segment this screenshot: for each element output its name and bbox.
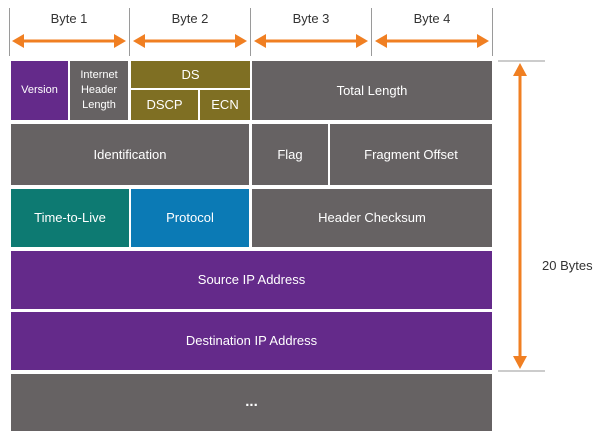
byte-3-label: Byte 3: [292, 11, 330, 26]
byte-divider: [371, 8, 372, 56]
dscp-label: DSCP: [146, 97, 183, 113]
ecn-field: ECN: [200, 90, 250, 120]
destination-ip-field: Destination IP Address: [11, 312, 492, 370]
fragment-offset-label: Fragment Offset: [364, 146, 458, 162]
source-ip-field: Source IP Address: [11, 251, 492, 309]
total-length-field: Total Length: [252, 61, 492, 120]
byte-4-arrow: [375, 34, 489, 48]
version-field: Version: [11, 61, 68, 120]
ecn-label: ECN: [211, 97, 239, 113]
options-field: ...: [11, 374, 492, 431]
ihl-label: Internet Header Length: [80, 69, 118, 111]
byte-divider: [9, 8, 10, 56]
ds-field: DS: [131, 61, 250, 88]
byte-2-label: Byte 2: [171, 11, 209, 26]
options-label: ...: [245, 393, 258, 411]
fragment-offset-field: Fragment Offset: [330, 124, 492, 185]
dscp-field: DSCP: [131, 90, 198, 120]
ds-label: DS: [181, 66, 200, 82]
byte-divider: [129, 8, 130, 56]
byte-1-label: Byte 1: [50, 11, 88, 26]
flag-label: Flag: [277, 146, 303, 162]
flag-field: Flag: [252, 124, 328, 185]
byte-divider: [250, 8, 251, 56]
protocol-field: Protocol: [131, 189, 249, 247]
header-checksum-label: Header Checksum: [318, 210, 426, 226]
byte-3-arrow: [254, 34, 368, 48]
byte-2-arrow: [133, 34, 247, 48]
byte-divider: [492, 8, 493, 56]
total-length-label: Total Length: [336, 82, 408, 98]
source-ip-label: Source IP Address: [197, 272, 306, 288]
destination-ip-label: Destination IP Address: [185, 333, 318, 349]
byte-1-arrow: [12, 34, 126, 48]
ttl-field: Time-to-Live: [11, 189, 129, 247]
header-checksum-field: Header Checksum: [252, 189, 492, 247]
version-label: Version: [21, 84, 58, 97]
twenty-bytes-arrow: [513, 63, 527, 369]
identification-field: Identification: [11, 124, 249, 185]
byte-4-label: Byte 4: [413, 11, 451, 26]
twenty-bytes-label: 20 Bytes: [542, 258, 593, 273]
ihl-field: Internet Header Length: [70, 61, 128, 120]
identification-label: Identification: [93, 146, 167, 162]
protocol-label: Protocol: [166, 210, 214, 226]
ttl-label: Time-to-Live: [34, 210, 106, 226]
